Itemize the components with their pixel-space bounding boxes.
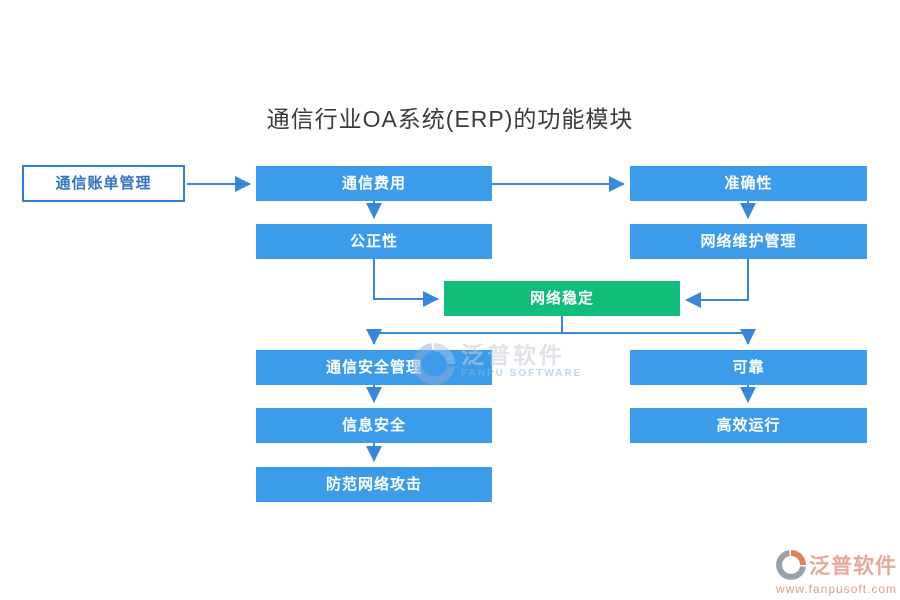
node-fee: 通信费用 <box>256 166 492 201</box>
watermark-corner-url: www.fanpusoft.com <box>776 582 898 596</box>
node-stability: 网络稳定 <box>444 281 680 316</box>
node-security-mgmt: 通信安全管理 <box>256 350 492 385</box>
node-maintenance: 网络维护管理 <box>630 224 867 259</box>
watermark-corner-brand: 泛普软件 <box>809 555 897 578</box>
node-fairness: 公正性 <box>256 224 492 259</box>
fanpu-logo-icon <box>776 550 806 580</box>
node-accuracy: 准确性 <box>630 166 867 201</box>
node-info-security: 信息安全 <box>256 408 492 443</box>
watermark-corner: 泛普软件 www.fanpusoft.com <box>776 549 897 596</box>
node-billing: 通信账单管理 <box>22 165 185 202</box>
node-attack-prevention: 防范网络攻击 <box>256 467 492 502</box>
diagram-title: 通信行业OA系统(ERP)的功能模块 <box>266 106 634 132</box>
node-reliable: 可靠 <box>630 350 867 385</box>
node-efficient: 高效运行 <box>630 408 867 443</box>
